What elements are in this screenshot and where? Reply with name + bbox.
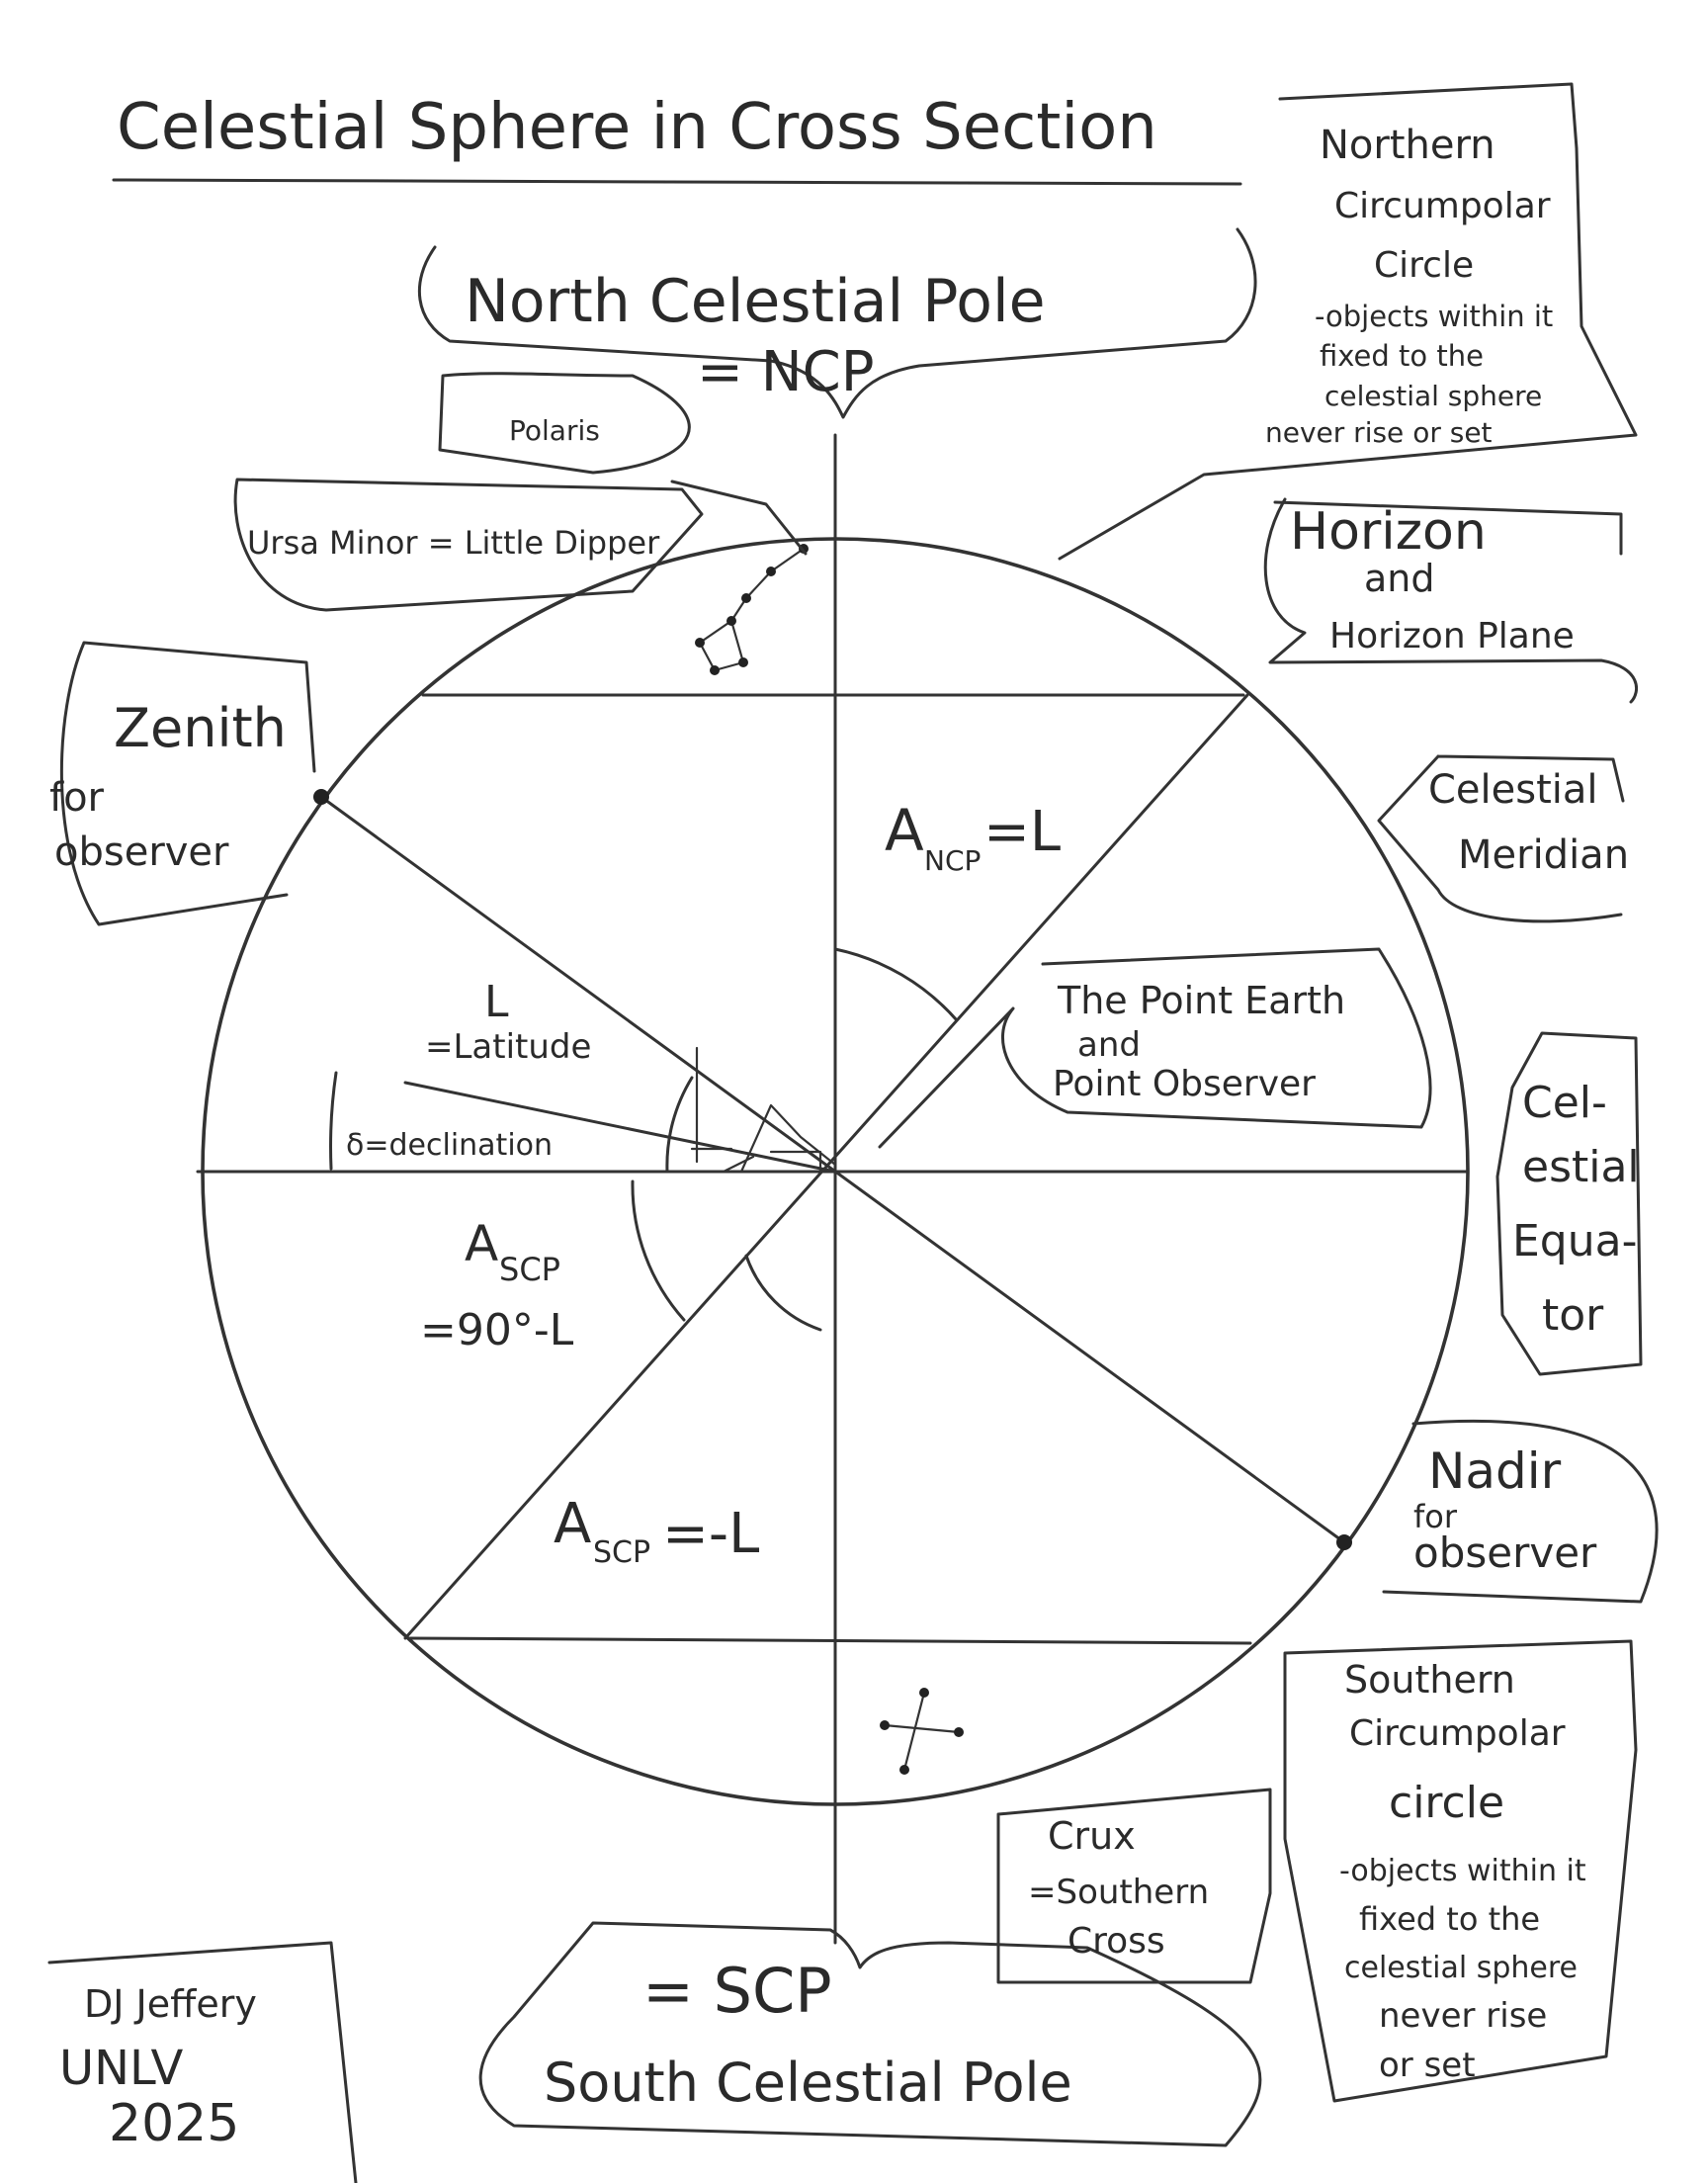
svg-text:tor: tor [1542,1290,1604,1341]
zenith-bubble [59,641,316,926]
celestial-equator-bubble [1495,1031,1643,1376]
point-earth-label: The Point Earth and Point Observer [1053,979,1345,1104]
svg-text:Crux: Crux [1048,1814,1136,1858]
horizon-bubble [1263,497,1639,704]
zenith-label: Zenith for observer [49,697,287,875]
polaris-bubble [438,372,691,475]
author-label: DJ Jeffery UNLV 2025 [59,1982,257,2153]
svg-text:Meridian: Meridian [1458,832,1629,878]
svg-text:Northern: Northern [1320,123,1495,168]
crux-constellation [880,1688,964,1775]
ncp-bubble [417,227,1257,419]
scp-name: South Celestial Pole [544,2052,1072,2114]
svg-text:-objects within it: -objects within it [1339,1854,1586,1888]
svg-text:Cel-: Cel- [1522,1078,1607,1128]
scp-abbrev: = SCP [642,1955,832,2027]
svg-text:Nadir: Nadir [1428,1442,1562,1500]
svg-text:or set: or set [1379,2046,1476,2085]
declination-ray [403,1081,837,1174]
svg-text:and: and [1364,557,1435,600]
celestial-equator-label: Cel- estial Equa- tor [1512,1078,1640,1341]
svg-text:DJ Jeffery: DJ Jeffery [84,1982,257,2026]
svg-text:estial: estial [1522,1142,1640,1192]
svg-text:for: for [1413,1498,1458,1535]
svg-text:circle: circle [1389,1778,1504,1828]
polaris-label: Polaris [509,414,600,447]
nadir-point [1336,1534,1352,1550]
a-scp-positive-label: A SCP =90°-L [420,1215,574,1355]
northern-circumpolar-bubble [1058,82,1638,561]
horizon-label: Horizon and Horizon Plane [1290,502,1575,656]
svg-text:A: A [465,1215,498,1272]
svg-text:=Latitude: =Latitude [425,1027,591,1067]
svg-text:Circle: Circle [1374,245,1474,286]
declination-label: δ=declination [346,1128,553,1163]
celestial-meridian-label: Celestial Meridian [1428,767,1629,878]
svg-text:SCP: SCP [499,1251,560,1288]
crux-label: Crux =Southern Cross [1028,1814,1209,1962]
svg-text:fixed to the: fixed to the [1359,1900,1540,1938]
svg-text:never rise: never rise [1379,1996,1547,2036]
southern-circumpolar-boundary [408,1636,1252,1645]
crux-bubble [996,1788,1272,1984]
label-bubbles [47,82,1659,2183]
northern-circumpolar-label: Northern Circumpolar Circle -objects wit… [1265,123,1553,449]
nadir-bubble [1382,1419,1659,1604]
svg-text:L: L [484,977,509,1027]
angle-marks [329,947,959,1332]
point-earth-bubble [878,947,1432,1149]
author-bubble [47,1941,358,2183]
svg-text:=90°-L: =90°-L [420,1305,574,1355]
svg-text:Equa-: Equa- [1512,1216,1637,1266]
svg-text:Horizon Plane: Horizon Plane [1329,616,1575,656]
a-scp-negative-label: A SCP =-L [554,1492,759,1570]
svg-text:Point Observer: Point Observer [1053,1064,1316,1104]
svg-text:never rise or set: never rise or set [1265,416,1493,449]
scp-bubble [478,1921,1262,2147]
zenith-point [313,789,329,805]
celestial-meridian-bubble [1377,754,1625,923]
page-title: Celestial Sphere in Cross Section [117,91,1157,164]
svg-text:fixed to the: fixed to the [1320,339,1484,373]
latitude-label: L =Latitude [425,977,591,1067]
svg-text:celestial sphere: celestial sphere [1344,1951,1578,1985]
svg-text:Zenith: Zenith [114,697,287,759]
svg-text:celestial sphere: celestial sphere [1324,380,1542,412]
svg-text:=L: =L [983,800,1061,864]
svg-text:Circumpolar: Circumpolar [1334,186,1551,226]
svg-text:2025: 2025 [109,2094,239,2153]
zenith-nadir-line [319,795,1346,1544]
svg-text:Southern: Southern [1344,1658,1515,1702]
ursa-minor-bubble [233,478,808,612]
ursa-minor-label: Ursa Minor = Little Dipper [247,524,660,562]
svg-text:observer: observer [54,830,229,875]
ncp-abbrev: = NCP [697,340,874,404]
svg-text:A: A [885,797,924,864]
southern-circumpolar-label: Southern Circumpolar circle -objects wit… [1339,1658,1586,2085]
svg-text:Celestial: Celestial [1428,767,1598,813]
ursa-minor-constellation [695,544,809,675]
svg-text:A: A [554,1492,591,1556]
svg-text:=-L: =-L [662,1502,759,1566]
svg-text:SCP: SCP [593,1535,650,1570]
svg-text:NCP: NCP [924,844,981,877]
southern-circumpolar-bubble [1283,1639,1638,2103]
svg-text:Horizon: Horizon [1290,502,1487,562]
svg-text:Cross: Cross [1068,1921,1165,1962]
svg-text:-objects within it: -objects within it [1315,300,1553,333]
svg-text:The Point Earth: The Point Earth [1057,979,1345,1022]
svg-text:UNLV: UNLV [59,2041,184,2096]
svg-text:for: for [49,775,105,821]
nadir-label: Nadir for observer [1413,1442,1597,1577]
a-ncp-label: A NCP =L [885,797,1061,877]
svg-text:Circumpolar: Circumpolar [1349,1713,1566,1754]
ncp-name: North Celestial Pole [465,267,1046,336]
svg-text:and: and [1077,1025,1141,1065]
title-underline [112,178,1242,186]
svg-text:observer: observer [1413,1528,1597,1577]
svg-text:=Southern: =Southern [1028,1873,1209,1912]
